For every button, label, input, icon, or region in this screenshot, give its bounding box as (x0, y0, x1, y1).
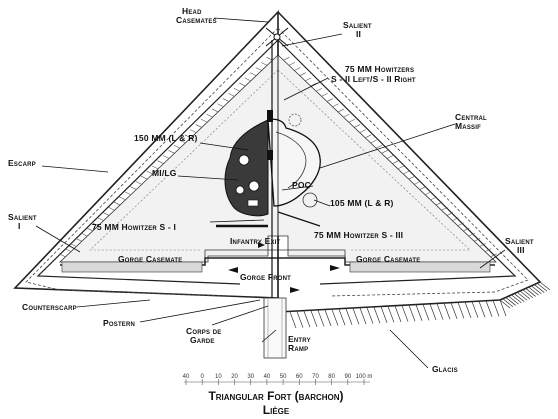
escarp-label: Escarp (8, 158, 36, 168)
direction-arrows (228, 242, 340, 293)
scale-tick-label: 20 (231, 374, 238, 380)
mm105-label: 105 MM (L & R) (330, 198, 394, 208)
counterscarp-label: Counterscarp (22, 302, 77, 312)
scale-tick-label: 70 (312, 374, 319, 380)
escarp-hatch (59, 56, 497, 258)
entry-ramp (263, 297, 287, 359)
scale-tick-label: 50 (280, 374, 287, 380)
central-massif (224, 113, 321, 217)
scale-tick-label: 0 (201, 374, 205, 380)
counterscarp-line (25, 27, 529, 297)
infantry-exit-label: Infantry Exit (230, 236, 281, 246)
milg-label: MI/LG (152, 168, 177, 178)
gorge-casemate-right-label: Gorge Casemate (356, 254, 420, 264)
scale-tick-label: 90 (344, 374, 351, 380)
postern-label: Postern (103, 318, 135, 328)
scale-tick-label: 60 (296, 374, 303, 380)
glacis-label: Glacis (432, 364, 458, 374)
scale-bar: 40 0 10 20 30 40 50 60 70 80 90 100 m (183, 374, 373, 385)
gorge-front-label: Gorge Front (240, 272, 291, 282)
salient-2-cross (265, 27, 289, 47)
figure-title: Triangular Fort (barchon) (208, 389, 343, 403)
howitzer-75-s3-label: 75 MM Howitzer S - III (314, 230, 403, 240)
leader-lines (35, 17, 506, 369)
central-gallery (216, 40, 321, 340)
glacis-hatching (289, 281, 551, 329)
scale-tick-label: 30 (247, 374, 254, 380)
scale-tick-label: 40 (264, 374, 271, 380)
figure-subtitle: Liège (263, 403, 290, 417)
howitzer-75-s1-label: 75 MM Howitzer S - I (92, 222, 176, 232)
scale-tick-label: 10 (215, 374, 222, 380)
mm150-label: 150 MM (L & R) (134, 133, 198, 143)
scale-tick-label: 80 (328, 374, 335, 380)
scale-tick-label: 100 m (356, 374, 373, 380)
gorge-casemate-left-label: Gorge Casemate (118, 254, 182, 264)
gorge-front (60, 249, 495, 273)
scale-tick-label: 40 (183, 374, 190, 380)
poc-label: POC (292, 180, 311, 190)
